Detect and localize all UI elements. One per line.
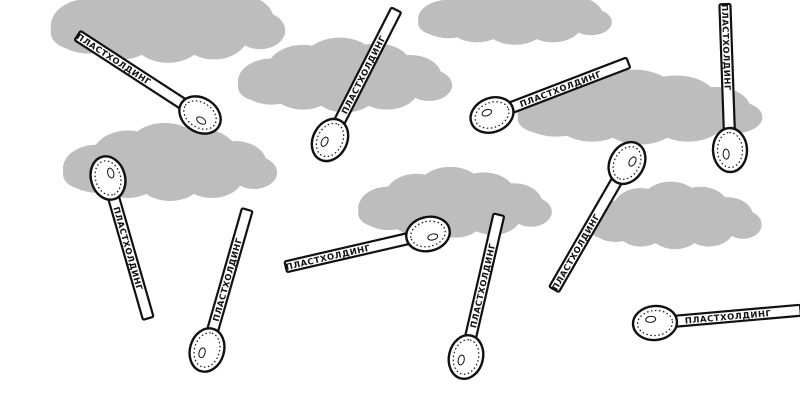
cloud xyxy=(517,69,763,145)
cloud xyxy=(50,0,286,63)
spoon: ПЛАСТХОЛДИНГ xyxy=(283,215,451,274)
spoon-brand-text: ПЛАСТХОЛДИНГ xyxy=(285,243,372,272)
cloud xyxy=(418,0,612,45)
spoon: ПЛАСТХОЛДИНГ xyxy=(188,207,254,373)
spoon: ПЛАСТХОЛДИНГ xyxy=(631,303,800,342)
cloud xyxy=(358,166,552,238)
spoon-brand-text: ПЛАСТХОЛДИНГ xyxy=(211,236,245,322)
spoon-brand-text: ПЛАСТХОЛДИНГ xyxy=(111,206,145,292)
spoon-brand-text: ПЛАСТХОЛДИНГ xyxy=(468,242,497,329)
spoon: ПЛАСТХОЛДИНГ xyxy=(711,2,749,174)
clouds-layer xyxy=(50,0,763,250)
spoon-brand-text: ПЛАСТХОЛДИНГ xyxy=(720,4,733,91)
spoon-brand-text: ПЛАСТХОЛДИНГ xyxy=(550,212,602,292)
